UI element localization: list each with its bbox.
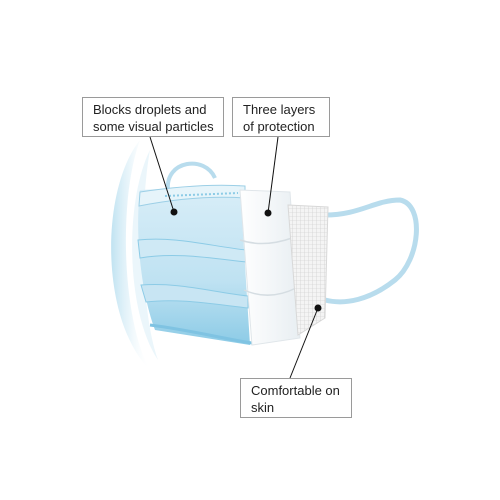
leader-line-blocks [149,136,175,213]
callout-layers-line2: of protection [243,119,315,134]
mask-outer-layer [138,185,250,345]
mask-middle-layer [239,189,301,346]
leader-dot-blocks [170,208,178,216]
callout-blocks-line1: Blocks droplets and [93,102,207,117]
face-silhouette-inner [132,150,158,360]
right-ear-loop [322,197,419,305]
top-seam [164,192,239,197]
callout-three-layers: Three layers of protection [232,97,330,137]
callout-comfortable-skin: Comfortable on skin [240,378,352,418]
left-ear-loop [165,161,217,191]
leader-line-layers [267,136,279,214]
callout-skin-line2: skin [251,400,275,415]
face-silhouette [111,140,150,370]
callout-blocks-line2: some visual particles [93,119,214,134]
callout-blocks-droplets: Blocks droplets and some visual particle… [82,97,224,137]
callout-layers-line1: Three layers [243,102,316,117]
mask-inner-layer [287,204,329,336]
leader-dot-layers [264,209,272,217]
pleat-3 [140,283,249,309]
callout-skin-line1: Comfortable on [251,383,340,398]
pleat-edge [149,323,253,345]
leader-line-skin [289,307,319,379]
leader-dot-skin [314,304,322,312]
